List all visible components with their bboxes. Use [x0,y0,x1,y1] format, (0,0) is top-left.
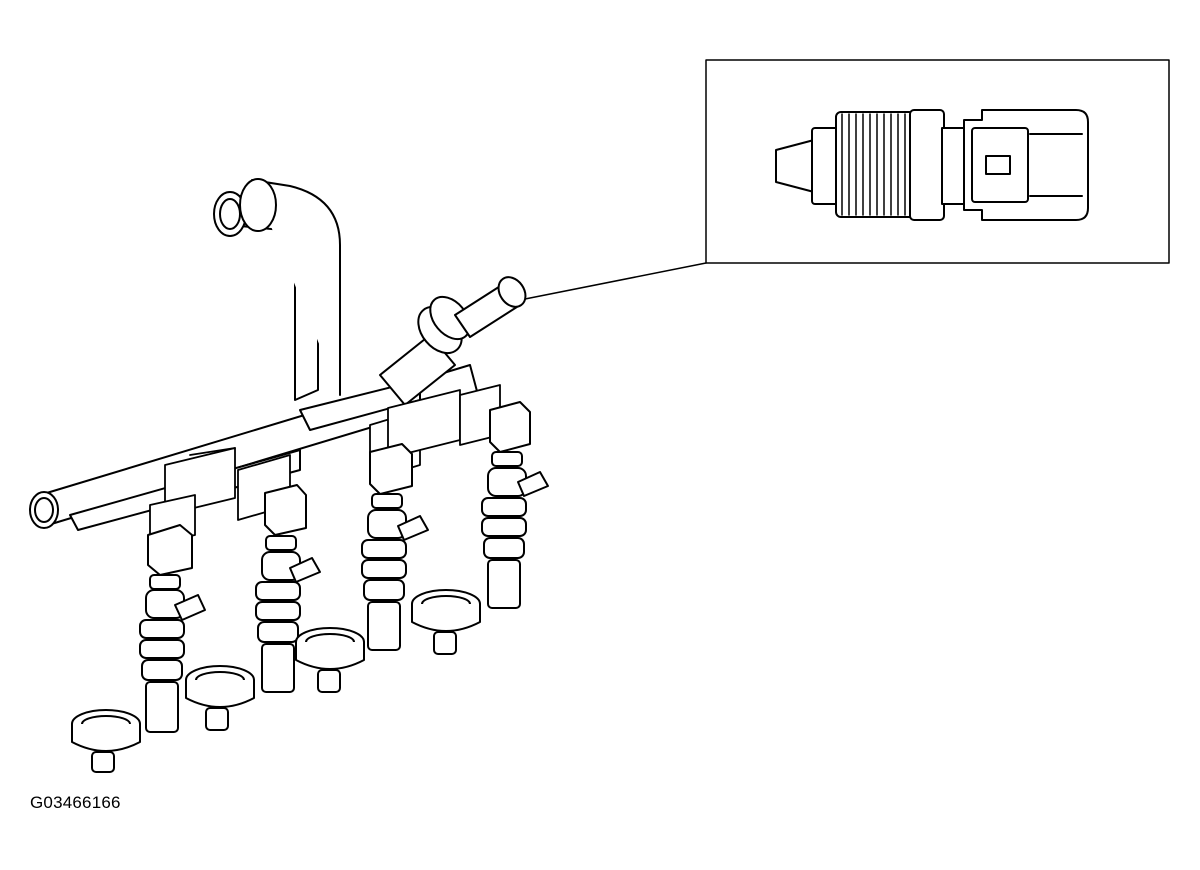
inset-detail [519,59,1170,301]
thread-lines [841,113,906,216]
fuel-injector-2 [185,484,321,731]
fuel-supply-pipe [213,178,341,401]
fuel-injector-1 [71,524,206,773]
fuel-injector-4 [411,401,549,655]
fuel-injector-3 [295,443,429,693]
figure-id-code: G03466166 [30,793,121,812]
leader-line [519,262,707,301]
fuel-temp-sensor [379,276,527,406]
